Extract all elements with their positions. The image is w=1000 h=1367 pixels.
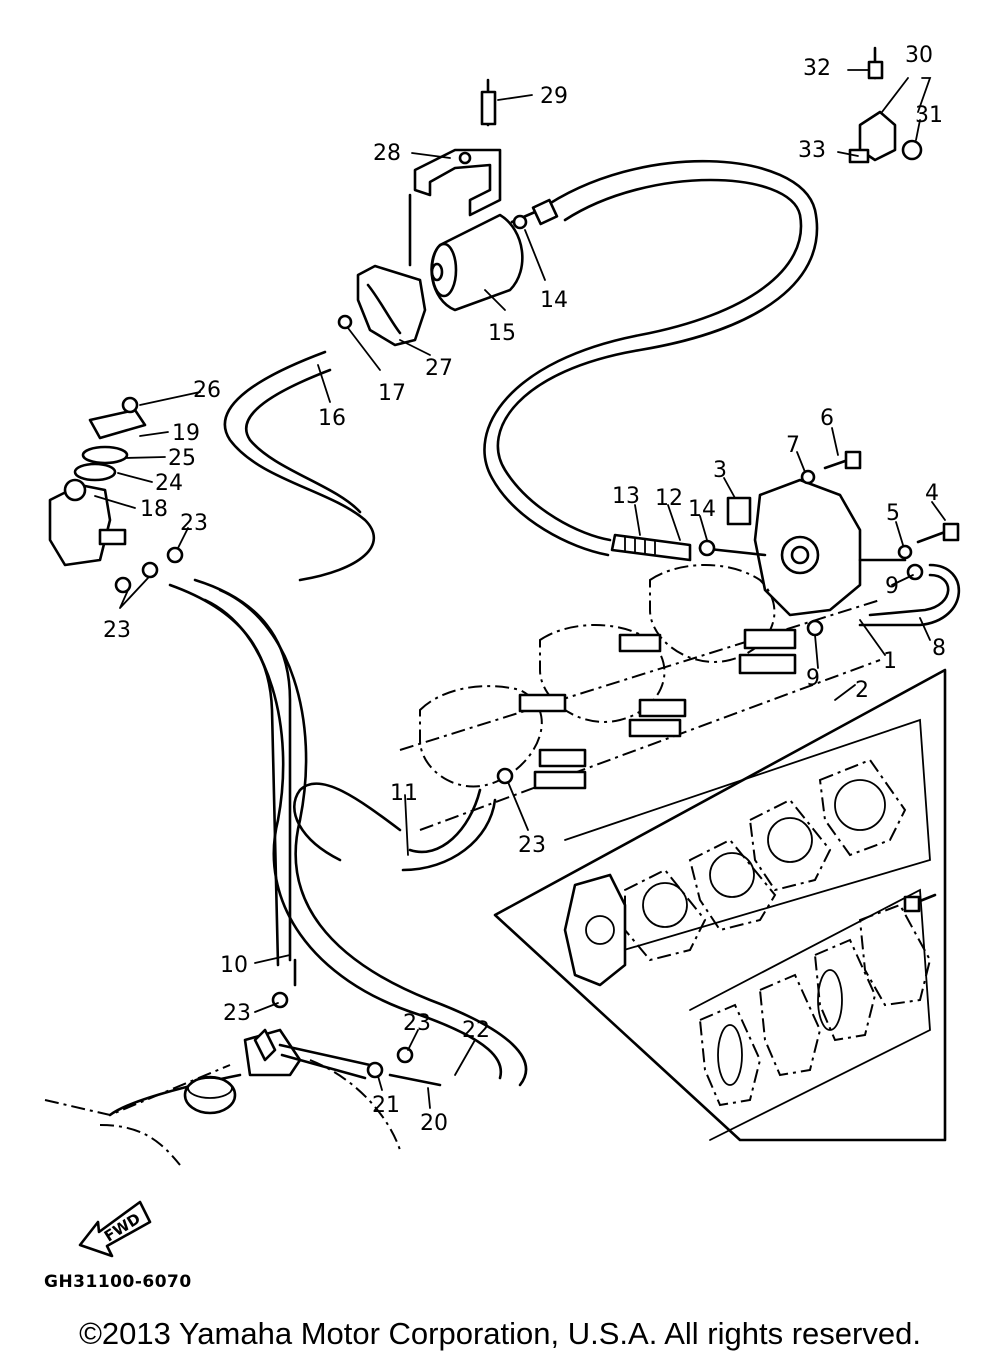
callout-30: 30 <box>905 43 933 68</box>
callout-28: 28 <box>373 141 401 166</box>
hose-lines <box>168 159 819 1087</box>
callout-17: 17 <box>378 381 406 406</box>
small-parts <box>114 46 960 1079</box>
callout-22: 22 <box>462 1018 490 1043</box>
callout-15: 15 <box>488 321 516 346</box>
callout-7: 7 <box>786 433 800 458</box>
callout-9-right: 9 <box>885 574 899 599</box>
callout-18: 18 <box>140 497 168 522</box>
filter-bracket <box>408 78 502 267</box>
regulator-assembly <box>48 397 147 567</box>
callout-23-c: 23 <box>518 833 546 858</box>
callout-4: 4 <box>925 481 939 506</box>
callout-14-top: 14 <box>540 288 568 313</box>
callout-numbers: 32 30 31 33 29 28 14 15 27 17 16 26 19 2… <box>103 43 946 1136</box>
callout-29: 29 <box>540 84 568 109</box>
callout-24: 24 <box>155 471 183 496</box>
callout-23-a: 23 <box>180 511 208 536</box>
callout-21: 21 <box>372 1093 400 1118</box>
callout-20: 20 <box>420 1111 448 1136</box>
callout-8: 8 <box>932 636 946 661</box>
callout-10: 10 <box>220 953 248 978</box>
fwd-arrow-icon: FWD <box>78 1200 152 1258</box>
fuel-pump <box>698 478 961 627</box>
gasket-kit <box>493 668 947 1142</box>
fuel-filter <box>430 198 559 312</box>
callout-16: 16 <box>318 406 346 431</box>
callout-26: 26 <box>193 378 221 403</box>
callout-13: 13 <box>612 484 640 509</box>
diagram-code: GH31100-6070 <box>44 1272 192 1292</box>
fuel-tank <box>44 1028 442 1166</box>
callout-23-d: 23 <box>223 1001 251 1026</box>
leader-lines <box>94 69 946 1109</box>
callout-6: 6 <box>820 406 834 431</box>
callout-9-left: 9 <box>806 666 820 691</box>
copyright-notice: ©2013 Yamaha Motor Corporation, U.S.A. A… <box>79 1316 921 1351</box>
callout-31: 31 <box>915 103 943 128</box>
carburetors <box>399 564 881 831</box>
callout-32: 32 <box>803 56 831 81</box>
callout-23-e: 23 <box>403 1011 431 1036</box>
callout-33: 33 <box>798 138 826 163</box>
callout-19: 19 <box>172 421 200 446</box>
callout-25: 25 <box>168 446 196 471</box>
callout-27: 27 <box>425 356 453 381</box>
callout-12: 12 <box>655 486 683 511</box>
callout-5: 5 <box>886 501 900 526</box>
callout-2: 2 <box>855 678 869 703</box>
callout-1: 1 <box>883 649 897 674</box>
callout-11: 11 <box>390 781 418 806</box>
callout-23-b: 23 <box>103 618 131 643</box>
hose-fitting <box>610 533 692 562</box>
callout-14-pump: 14 <box>688 497 716 522</box>
callout-3: 3 <box>713 458 727 483</box>
filter-holder <box>356 264 427 347</box>
